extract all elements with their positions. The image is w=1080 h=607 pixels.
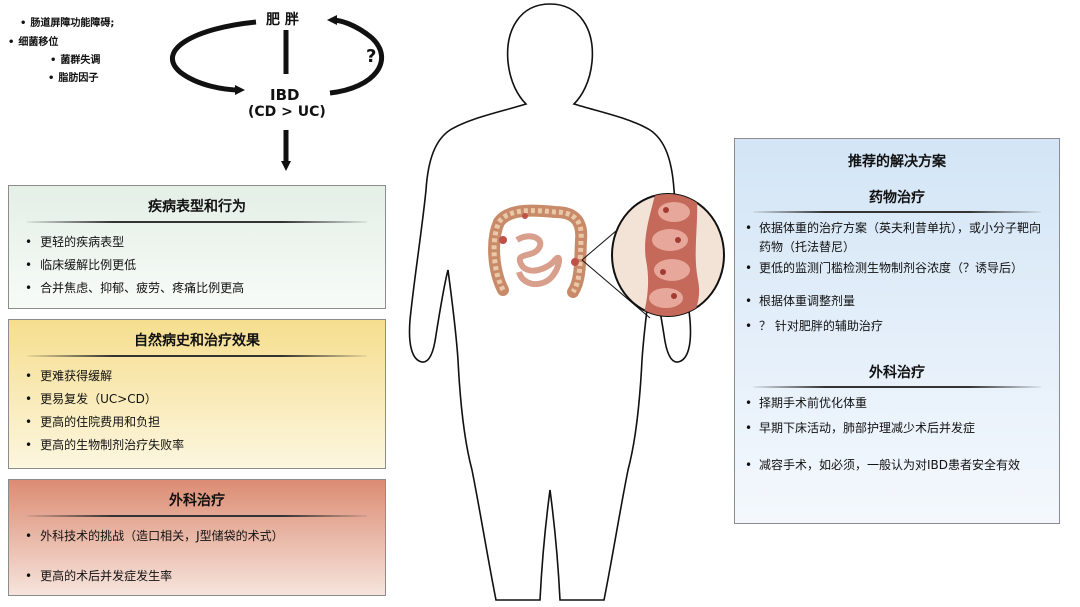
list-item: 更高的住院费用和负担	[25, 411, 385, 434]
surgical-therapy-list: 择期手术前优化体重 早期下床活动，肺部护理减少术后并发症 减容手术，如必须，一般…	[735, 394, 1059, 475]
list-item: 减容手术，如必须，一般认为对IBD患者安全有效	[745, 456, 1043, 475]
list-item: 依据体重的治疗方案（英夫利昔单抗），或小分子靶向药物（托法替尼）	[745, 219, 1043, 257]
list-item: 更轻的疾病表型	[25, 231, 385, 254]
colon-illustration-icon	[488, 204, 588, 298]
inflamed-colon-magnified-circle-icon	[611, 193, 725, 317]
solutions-title: 推荐的解决方案	[848, 154, 946, 170]
mechanism-item-dysbiosis: •菌群失调	[50, 55, 101, 66]
phenotype-title: 疾病表型和行为	[148, 199, 246, 215]
surgery-challenges-list: 外科技术的挑战（造口相关，J型储袋的术式） 更高的术后并发症发生率	[9, 525, 385, 587]
question-mark: ?	[366, 46, 377, 67]
mechanism-text: 菌群失调	[60, 55, 101, 66]
list-item: 外科技术的挑战（造口相关，J型储袋的术式）	[25, 525, 385, 547]
list-item: 更难获得缓解	[25, 365, 385, 388]
cycle-arrows-diagram	[170, 15, 385, 171]
natural-history-list: 更难获得缓解 更易复发（UC>CD） 更高的住院费用和负担 更高的生物制剂治疗失…	[9, 365, 385, 457]
list-item: 临床缓解比例更低	[25, 254, 385, 277]
recommended-solutions-box: 推荐的解决方案 药物治疗 依据体重的治疗方案（英夫利昔单抗），或小分子靶向药物（…	[734, 138, 1060, 524]
mechanism-item-barrier: •肠道屏障功能障碍;	[20, 18, 115, 29]
phenotype-list: 更轻的疾病表型 临床缓解比例更低 合并焦虑、抑郁、疲劳、疼痛比例更高	[9, 231, 385, 300]
list-item: 更易复发（UC>CD）	[25, 388, 385, 411]
title-divider	[753, 211, 1041, 213]
phenotype-box: 疾病表型和行为 更轻的疾病表型 临床缓解比例更低 合并焦虑、抑郁、疲劳、疼痛比例…	[8, 185, 386, 309]
list-item: 合并焦虑、抑郁、疲劳、疼痛比例更高	[25, 277, 385, 300]
list-item: 更高的术后并发症发生率	[25, 565, 385, 587]
drug-therapy-list: 依据体重的治疗方案（英夫利昔单抗），或小分子靶向药物（托法替尼） 更低的监测门槛…	[735, 219, 1059, 336]
mechanism-text: 脂肪因子	[58, 73, 99, 84]
ibd-subtype-label: (CD > UC)	[248, 104, 326, 120]
mechanism-text: 肠道屏障功能障碍;	[30, 18, 115, 29]
drug-therapy-title: 药物治疗	[869, 190, 925, 206]
list-item: 择期手术前优化体重	[745, 394, 1043, 413]
mechanism-item-adipokines: •脂肪因子	[48, 73, 99, 84]
surgery-challenges-box: 外科治疗 外科技术的挑战（造口相关，J型储袋的术式） 更高的术后并发症发生率	[8, 479, 386, 596]
ibd-label: IBD	[270, 86, 300, 104]
title-divider	[27, 221, 367, 223]
list-item: 更低的监测门槛检测生物制剂谷浓度（？诱导后）	[745, 259, 1043, 278]
list-item: ？ 针对肥胖的辅助治疗	[745, 317, 1043, 336]
list-item: 早期下床活动，肺部护理减少术后并发症	[745, 419, 1043, 438]
natural-history-box: 自然病史和治疗效果 更难获得缓解 更易复发（UC>CD） 更高的住院费用和负担 …	[8, 319, 386, 469]
title-divider	[27, 355, 367, 357]
natural-history-title: 自然病史和治疗效果	[134, 333, 260, 349]
mechanism-item-translocation: •细菌移位	[8, 37, 59, 48]
left-arc-arrow	[170, 19, 257, 95]
obesity-label: 肥 胖	[266, 12, 299, 28]
surgery-challenges-title: 外科治疗	[169, 493, 225, 509]
list-item: 更高的生物制剂治疗失败率	[25, 434, 385, 457]
title-divider	[753, 386, 1041, 388]
right-arc-arrow	[327, 15, 385, 96]
surgical-therapy-title: 外科治疗	[869, 365, 925, 381]
title-divider	[27, 515, 367, 517]
mechanism-text: 细菌移位	[18, 37, 59, 48]
list-item: 根据体重调整剂量	[745, 292, 1043, 311]
